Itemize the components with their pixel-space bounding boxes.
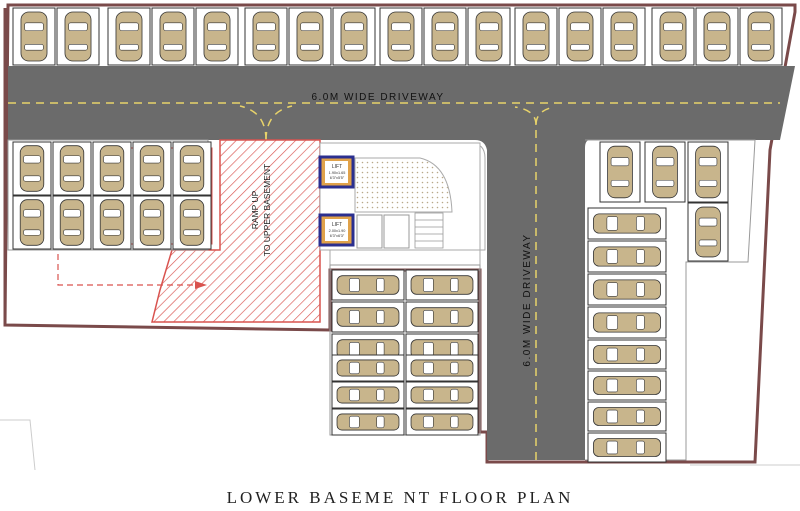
car-top-view-icon: [132, 195, 172, 250]
car-top-view-icon: [651, 7, 695, 66]
ramp-label-line1: RAMP UP: [250, 190, 260, 229]
car-top-view-icon: [107, 7, 151, 66]
car-top-view-icon: [331, 408, 405, 436]
main-driveway: [8, 66, 795, 460]
car-top-view-icon: [687, 141, 729, 203]
car-top-view-icon: [195, 7, 239, 66]
plan-title: LOWER BASEME NT FLOOR PLAN: [226, 488, 574, 507]
car-top-view-icon: [332, 7, 376, 66]
car-top-view-icon: [405, 301, 479, 333]
car-top-view-icon: [467, 7, 511, 66]
driveway-main-label: 6.0M WIDE DRIVEWAY: [311, 92, 444, 103]
lift-2-dim-a: 2.00x1.90: [329, 229, 346, 233]
car-top-view-icon: [92, 195, 132, 250]
car-top-view-icon: [52, 141, 92, 196]
car-top-view-icon: [331, 354, 405, 382]
car-top-view-icon: [587, 401, 667, 432]
center-parking-block: [329, 264, 481, 436]
car-top-view-icon: [244, 7, 288, 66]
car-top-view-icon: [92, 141, 132, 196]
car-top-view-icon: [379, 7, 423, 66]
car-top-view-icon: [172, 195, 212, 250]
right-parking-block: [585, 139, 756, 461]
lift-1: LIFT 1.90x1.65 6'3"x5'5": [318, 155, 355, 189]
car-top-view-icon: [587, 273, 667, 306]
car-top-view-icon: [12, 195, 52, 250]
car-top-view-icon: [587, 339, 667, 370]
car-top-view-icon: [695, 7, 739, 66]
car-top-view-icon: [558, 7, 602, 66]
car-top-view-icon: [587, 207, 667, 240]
car-top-view-icon: [514, 7, 558, 66]
car-top-view-icon: [12, 7, 56, 66]
lift-1-title: LIFT: [332, 164, 342, 170]
lift-1-dim-b: 6'3"x5'5": [330, 176, 345, 180]
car-top-view-icon: [405, 408, 479, 436]
ramp-arrow-icon: [195, 281, 207, 289]
lift-1-dim-a: 1.90x1.65: [329, 171, 346, 175]
staircase-icon: [414, 212, 444, 249]
car-top-view-icon: [644, 141, 686, 203]
car-top-view-icon: [56, 7, 100, 66]
car-top-view-icon: [331, 381, 405, 409]
car-top-view-icon: [12, 141, 52, 196]
car-top-view-icon: [288, 7, 332, 66]
car-top-view-icon: [151, 7, 195, 66]
car-top-view-icon: [739, 7, 783, 66]
car-top-view-icon: [587, 370, 667, 401]
car-top-view-icon: [423, 7, 467, 66]
car-top-view-icon: [599, 141, 641, 203]
car-top-view-icon: [587, 432, 667, 463]
car-top-view-icon: [405, 354, 479, 382]
car-top-view-icon: [52, 195, 92, 250]
lift-2-dim-b: 6'3"x6'3": [330, 234, 345, 238]
car-top-view-icon: [331, 269, 405, 301]
car-top-view-icon: [331, 301, 405, 333]
ramp-label-line2: TO UPPER BASEMENT: [262, 164, 272, 256]
car-top-view-icon: [405, 381, 479, 409]
car-top-view-icon: [405, 269, 479, 301]
driveway-vertical-label: 6.0M WIDE DRIVEWAY: [522, 233, 533, 366]
car-top-view-icon: [587, 240, 667, 273]
car-top-view-icon: [132, 141, 172, 196]
car-top-view-icon: [687, 202, 729, 262]
car-top-view-icon: [587, 306, 667, 339]
lift-2-title: LIFT: [332, 222, 342, 228]
car-top-view-icon: [602, 7, 646, 66]
parking-cars: [12, 7, 783, 463]
car-top-view-icon: [172, 141, 212, 196]
lift-2: LIFT 2.00x1.90 6'3"x6'3": [318, 213, 355, 247]
